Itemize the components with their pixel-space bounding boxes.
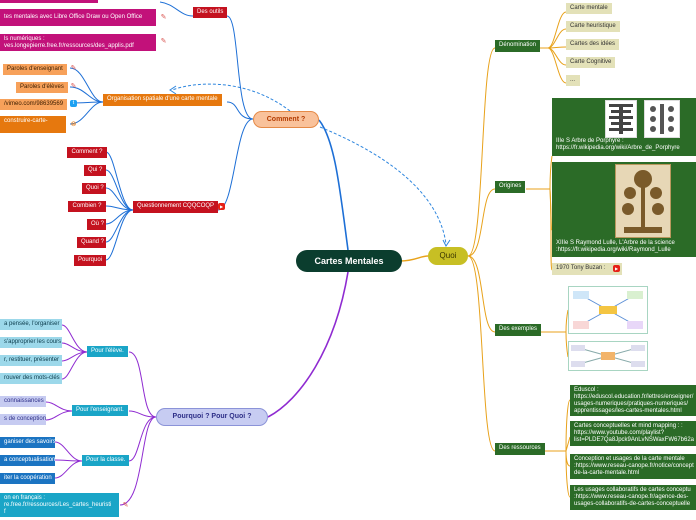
version-francais-title: on en français :: [4, 495, 46, 501]
question-comment[interactable]: Comment ?: [67, 147, 107, 158]
node-version-francais[interactable]: on en français : re.free.fr/ressources/L…: [0, 493, 119, 517]
note-icon[interactable]: ✎: [122, 502, 129, 509]
twitter-icon[interactable]: t: [70, 100, 77, 107]
note-icon[interactable]: ✎: [70, 65, 77, 72]
node-paroles-enseignant[interactable]: Paroles d'enseignant: [3, 64, 67, 75]
ressource-conception-link-1[interactable]: :https://www.reseau-canope.fr/notice/con…: [574, 463, 694, 469]
node-carte-cognitive[interactable]: Carte Cognitive: [566, 57, 616, 68]
porphyre-image-2: [644, 100, 680, 138]
ressource-eduscol-link-1[interactable]: https://eduscol.education.fr/lettres/ens…: [574, 394, 694, 400]
node-libre-office[interactable]: tes mentales avec Libre Office Draw ou O…: [0, 9, 156, 26]
question-ou[interactable]: Où ?: [87, 219, 106, 230]
ressource-eduscol-link-3[interactable]: apprentissages/les-cartes-mentales.html: [574, 408, 682, 414]
node-outils[interactable]: Des outils: [193, 7, 228, 18]
topic-comment[interactable]: Comment ?: [253, 111, 319, 128]
node-construire-carte[interactable]: construire-carte-: [0, 116, 66, 133]
version-francais-link-end[interactable]: f: [4, 509, 6, 515]
classe-item-1[interactable]: ganiser des savoirs: [0, 437, 55, 448]
node-lulle[interactable]: XIIIe S Raymond Lulle, L'Arbre de la sci…: [552, 162, 696, 257]
enseignant-item-2[interactable]: s de conception: [0, 414, 46, 425]
eleve-item-4[interactable]: rouver des mots-clés: [0, 373, 62, 384]
node-exemples[interactable]: Des exemples: [495, 324, 542, 336]
ressource-conception-link-2[interactable]: de-la-carte-mentale.html: [574, 470, 640, 476]
node-top-clipped: [0, 0, 98, 3]
eleve-item-1[interactable]: a pensée, l'organiser: [0, 319, 62, 330]
eleve-item-3[interactable]: r, restituer, présenter: [0, 355, 62, 366]
node-questionnement[interactable]: Questionnement CQQCOQP: [133, 201, 219, 213]
node-vimeo-link[interactable]: /vimeo.com/98639569: [0, 99, 68, 110]
outils-numeriques-title: ls numériques :: [4, 36, 45, 42]
youtube-icon[interactable]: ▶: [218, 203, 225, 210]
ressource-canope-conception[interactable]: Conception et usages de la carte mentale…: [570, 454, 696, 479]
node-pour-eleve[interactable]: Pour l'élève.: [87, 346, 128, 357]
node-carte-mentale[interactable]: Carte mentale: [566, 3, 612, 14]
version-francais-link[interactable]: re.free.fr/ressources/Les_cartes_heurist…: [4, 502, 112, 508]
question-combien[interactable]: Combien ?: [68, 201, 106, 212]
question-pourquoi[interactable]: Pourquoi: [74, 255, 106, 266]
note-icon[interactable]: ✎: [160, 14, 167, 21]
example-map-2: [568, 341, 648, 371]
enseignant-item-1[interactable]: connaissances: [0, 396, 46, 407]
node-pour-enseignant[interactable]: Pour l'enseignant.: [72, 405, 128, 416]
youtube-icon[interactable]: ▶: [613, 265, 620, 272]
classe-item-3[interactable]: iter la coopération: [0, 473, 55, 484]
ressource-usages-title: Les usages collaboratifs de cartes conce…: [574, 487, 691, 493]
classe-item-2[interactable]: a conceptualisation: [0, 455, 55, 466]
node-buzan[interactable]: 1970 Tony Buzan :: [552, 263, 622, 275]
question-quand[interactable]: Quand ?: [77, 237, 106, 248]
ressource-usages-link-2[interactable]: usages-collaboratifs-de-cartes-conceptue…: [574, 501, 691, 507]
question-quoi[interactable]: Quoi ?: [82, 183, 106, 194]
node-paroles-eleves[interactable]: Paroles d'élèves: [16, 82, 68, 93]
outils-numeriques-link[interactable]: ves.longepierre.free.fr/ressources/des_a…: [4, 43, 134, 49]
porphyre-image-1: [605, 100, 637, 138]
porphyre-link[interactable]: https://fr.wikipedia.org/wiki/Arbre_de_P…: [556, 145, 680, 151]
ressource-eduscol-link-2[interactable]: usages-numeriques/pratiques-numeriques/: [574, 401, 689, 407]
topic-pourquoi[interactable]: Pourquoi ? Pour Quoi ?: [156, 408, 268, 426]
node-denomination[interactable]: Dénomination: [495, 40, 541, 52]
example-map-1: [568, 286, 648, 334]
link-icon[interactable]: ⊗: [70, 121, 77, 128]
node-cartes-des-idees[interactable]: Cartes des idées: [566, 39, 620, 50]
node-outils-numeriques[interactable]: ls numériques : ves.longepierre.free.fr/…: [0, 34, 156, 51]
lulle-link[interactable]: :https://fr.wikipedia.org/wiki/Raymond_L…: [556, 247, 671, 253]
ressource-youtube-link-2[interactable]: list=PLDE7Qa8Jpck9AnLvNSWaxFW67b62a: [574, 437, 694, 443]
eleve-item-2[interactable]: s'approprier les cours: [0, 337, 62, 348]
node-origines[interactable]: Origines: [495, 181, 526, 193]
porphyre-title: IIIe S Arbre de Porphyre :: [556, 138, 624, 144]
ressource-youtube[interactable]: Cartes conceptuelles et mind mapping : :…: [570, 421, 696, 446]
node-pour-classe[interactable]: Pour la classe.: [82, 455, 130, 466]
ressource-canope-usages[interactable]: Les usages collaboratifs de cartes conce…: [570, 485, 696, 510]
ressource-conception-title: Conception et usages de la carte mentale: [574, 456, 685, 462]
node-ellipsis[interactable]: ...: [566, 75, 580, 86]
ressource-usages-link-1[interactable]: :https://www.reseau-canope.fr/agence-des…: [574, 494, 689, 500]
ressource-youtube-link-1[interactable]: https://www.youtube.com/playlist?: [574, 430, 665, 436]
node-carte-heuristique[interactable]: Carte heuristique: [566, 21, 620, 32]
ressource-youtube-title: Cartes conceptuelles et mind mapping : :: [574, 423, 683, 429]
node-ressources[interactable]: Des ressources: [495, 443, 545, 455]
ressource-eduscol[interactable]: Eduscol : https://eduscol.education.fr/l…: [570, 385, 696, 416]
ressource-eduscol-title: Eduscol :: [574, 387, 599, 393]
note-icon[interactable]: ✎: [160, 38, 167, 45]
lulle-title: XIIIe S Raymond Lulle, L'Arbre de la sci…: [556, 240, 675, 246]
note-icon[interactable]: ✎: [70, 83, 77, 90]
central-topic[interactable]: Cartes Mentales: [296, 250, 402, 272]
topic-quoi[interactable]: Quoi: [428, 247, 468, 265]
node-organisation-spatiale[interactable]: Organisation spatiale d'une carte mental…: [103, 94, 222, 106]
question-qui[interactable]: Qui ?: [84, 165, 106, 176]
lulle-tree-image: [615, 164, 671, 238]
